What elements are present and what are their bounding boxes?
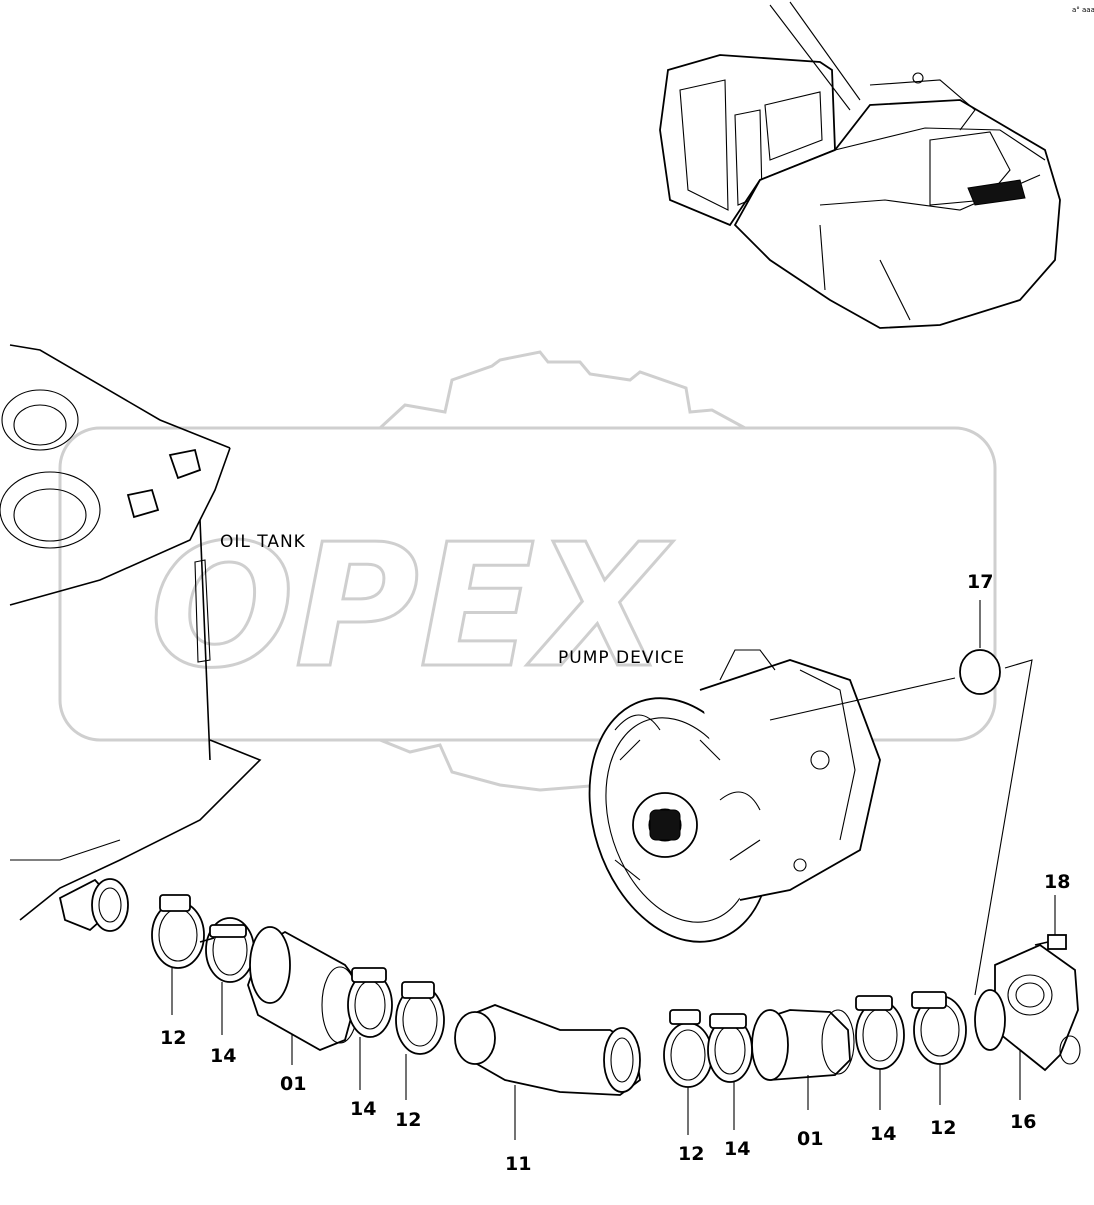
part-number-12a: 12 <box>160 1027 186 1049</box>
excavator-overview <box>659 1 1061 329</box>
hose-11 <box>454 1004 641 1096</box>
corner-code: a° aaa <box>1072 6 1094 14</box>
assembly-line <box>974 659 1033 996</box>
clamp-12c <box>663 1009 713 1088</box>
part-number-14d: 14 <box>870 1123 896 1145</box>
part-number-12b: 12 <box>395 1109 421 1131</box>
part-number-14c: 14 <box>724 1138 750 1160</box>
part-number-12d: 12 <box>930 1117 956 1139</box>
leader-17 <box>769 677 956 721</box>
part-number-16: 16 <box>1010 1111 1036 1133</box>
clamp-14b <box>347 967 393 1038</box>
part-number-11: 11 <box>505 1153 531 1175</box>
part-number-12c: 12 <box>678 1143 704 1165</box>
part-number-17: 17 <box>967 571 993 593</box>
part-number-18: 18 <box>1044 871 1070 893</box>
oil-tank-label: OIL TANK <box>220 532 306 552</box>
oil-tank <box>0 344 262 932</box>
watermark-frame <box>58 426 997 742</box>
part-number-01a: 01 <box>280 1073 306 1095</box>
watermark-gear <box>378 350 746 430</box>
clamp-12a <box>151 894 205 969</box>
bolt-18 <box>1034 895 1067 950</box>
hose-01b <box>751 1009 855 1081</box>
part-number-14b: 14 <box>350 1098 376 1120</box>
clamp-12d <box>911 991 967 1065</box>
clamp-14a <box>199 917 255 983</box>
clamp-14d <box>855 995 905 1070</box>
watermark-text: OPEX <box>150 508 674 706</box>
pump-device <box>588 649 881 943</box>
clamp-14c <box>707 1013 753 1083</box>
elbow-16 <box>974 943 1081 1072</box>
clamp-12b <box>395 981 445 1055</box>
hose-01a <box>247 926 361 1051</box>
part-number-01b: 01 <box>797 1128 823 1150</box>
o-ring-17 <box>959 649 1001 695</box>
watermark-logo: OPEX <box>58 350 997 792</box>
pump-device-label: PUMP DEVICE <box>558 648 685 668</box>
part-number-14a: 14 <box>210 1045 236 1067</box>
